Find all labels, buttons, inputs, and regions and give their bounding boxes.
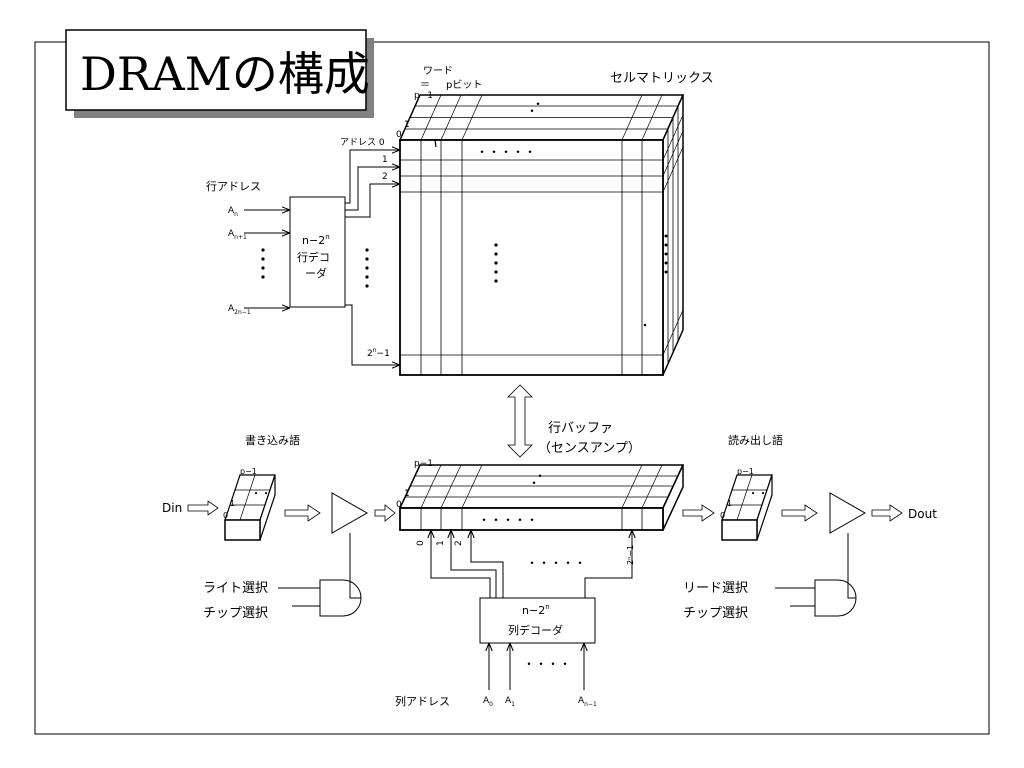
write-arrow [284, 504, 321, 522]
col-decoder-line1: n−2n [522, 603, 550, 617]
col-addr-input-0: A0 [483, 696, 493, 708]
column-last: 2ⁿ−1 [626, 545, 635, 565]
column-lines [431, 530, 632, 598]
col-addr-input-2: An−1 [578, 696, 597, 708]
word-label: ワード [423, 66, 453, 77]
read-gate-wires [775, 533, 856, 607]
column-dots: ・・・・・ [526, 556, 586, 570]
write-and-gate [319, 579, 362, 617]
read-depth-front: 0 [720, 511, 725, 520]
read-depth-mid: 1 [727, 499, 732, 508]
read-chip-select-label: チップ選択 [683, 606, 748, 621]
row-buffer [398, 464, 685, 531]
word-bits: pビット [446, 79, 482, 91]
write-buffer-triangle [331, 492, 369, 534]
row-buffer-sublabel: （センスアンプ） [538, 441, 641, 456]
write-depth-top: p−1 [240, 467, 257, 476]
word-line-2: 2 [382, 172, 388, 182]
read-and-gate [814, 579, 857, 617]
row-decoder-box [289, 196, 346, 308]
cell-vertical-dots [261, 234, 668, 327]
write-chip-select-label: チップ選択 [203, 606, 268, 621]
row-address-label: 行アドレス [206, 180, 261, 193]
col-decoder-box [479, 597, 596, 644]
col-address-inputs [489, 643, 584, 690]
column-2: 2 [454, 540, 464, 546]
read-dots: ・・ [748, 489, 768, 500]
write-dots: ・・ [251, 489, 271, 500]
write-depth-mid: 1 [230, 499, 235, 508]
row-decoder-line3: ーダ [305, 266, 327, 280]
column-1: 1 [436, 540, 446, 546]
write-word-label: 書き込み語 [245, 433, 300, 447]
row-address-inputs [244, 210, 290, 308]
col-address-dots: ・・・・ [523, 657, 571, 671]
row-addr-input-0: An [228, 206, 238, 218]
read-arrow [781, 504, 818, 522]
col-decoder-line2: 列デコーダ [508, 623, 563, 637]
word-eq: ＝ [420, 80, 430, 91]
read-word-register [721, 474, 773, 541]
row-decoder-line2: 行デコ [297, 250, 330, 264]
word-line-last: 2n−1 [367, 347, 390, 359]
dout-label: Dout [908, 507, 937, 521]
buffer-depth-mid: 1 [404, 489, 410, 499]
buffer-top-dot: ・ [528, 476, 540, 490]
buffer-top-dot-2: ・ [534, 469, 546, 483]
write-gate-wires [278, 533, 361, 607]
buffer-row-dots: ・・・・・ [478, 513, 538, 527]
read-word-label: 読み出し語 [728, 433, 783, 447]
matrix-buffer-double-arrow [507, 384, 533, 458]
word-lines [345, 150, 400, 365]
write-to-buffer-arrow [374, 504, 396, 522]
read-select-label: リード選択 [683, 581, 748, 596]
buffer-to-read-arrow [682, 504, 715, 522]
column-0: 0 [416, 540, 426, 546]
row-addr-input-2: A2n−1 [228, 304, 251, 316]
buffer-depth-top: p−1 [414, 459, 433, 469]
buffer-depth-front: 0 [396, 500, 402, 510]
title-box: DRAMの構成 [65, 29, 374, 118]
write-select-label: ライト選択 [203, 581, 268, 596]
col-addr-input-1: A1 [505, 696, 515, 708]
word-line-0: アドレス 0 [340, 138, 385, 148]
cell-matrix-label: セルマトリックス [610, 71, 714, 86]
read-depth-top: p−1 [737, 467, 754, 476]
cell-top-dots: ・ [526, 104, 538, 118]
cell-matrix [398, 94, 685, 376]
cell-depth-top: p−1 [414, 91, 433, 101]
cell-row-dots: ・・・・・ [476, 145, 536, 159]
row-addr-input-1: An+1 [228, 229, 247, 241]
cell-depth-front: 0 [396, 130, 402, 140]
row-buffer-label: 行バッファ [548, 421, 613, 436]
cell-depth-mid: 1 [404, 120, 410, 130]
read-buffer-triangle [829, 492, 867, 534]
col-address-label: 列アドレス [395, 694, 450, 708]
dout-arrow [871, 504, 903, 522]
write-depth-front: 0 [223, 511, 228, 520]
din-label: Din [162, 501, 182, 515]
outer-frame [34, 41, 990, 735]
row-decoder-line1: n−2n [302, 233, 330, 247]
page-title: DRAMの構成 [80, 47, 370, 101]
din-arrow [187, 500, 219, 516]
word-line-1: 1 [382, 155, 388, 165]
cell-top-dots-2: ・ [532, 97, 544, 111]
write-word-register [224, 474, 276, 541]
